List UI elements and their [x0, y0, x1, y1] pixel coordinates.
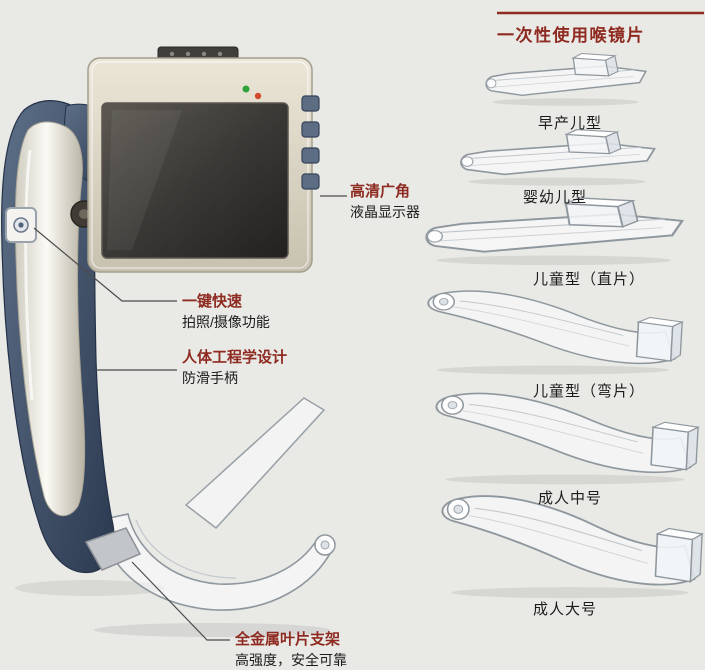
callout-display-sub: 液晶显示器: [350, 204, 420, 220]
blade-child-curved: [427, 290, 684, 376]
side-buttons: [301, 95, 320, 190]
blade-shadow: [94, 623, 330, 637]
lcd-screen: [101, 102, 289, 259]
callout-camera-sub: 拍照/摄像功能: [182, 314, 270, 330]
blade-infant: [460, 128, 656, 187]
blade-adult-medium: [435, 392, 700, 486]
section-title: 一次性使用喉镜片: [497, 26, 645, 45]
blade-child-straight: [425, 196, 684, 267]
callout-ergonomic: 人体工程学设计 防滑手柄: [182, 347, 287, 389]
callout-ergonomic-heading: 人体工程学设计: [182, 349, 288, 366]
blade-adult-large: [441, 495, 704, 600]
blade-mount: [84, 527, 142, 571]
handle-shadow: [15, 580, 165, 596]
blade-label-child-straight: 儿童型（直片）: [532, 271, 645, 288]
blade-label-premature: 早产儿型: [537, 115, 602, 132]
callout-display: 高清广角 液晶显示器: [350, 181, 420, 223]
blade-premature: [485, 52, 647, 107]
handle: [1, 100, 142, 574]
blade-label-adult-medium: 成人中号: [537, 490, 602, 507]
blade-label-child-curved: 儿童型（弯片）: [532, 383, 645, 400]
blade-label-infant: 婴幼儿型: [522, 189, 587, 206]
callout-camera: 一键快速 拍照/摄像功能: [182, 291, 270, 333]
callout-bracket: 全金属叶片支架 高强度，安全可靠: [235, 629, 347, 670]
callout-line-bracket: [131, 561, 230, 641]
laryngoscope-device: [1, 46, 336, 637]
callout-line-camera: [33, 227, 177, 302]
callout-display-heading: 高清广角: [350, 183, 411, 200]
callout-bracket-heading: 全金属叶片支架: [235, 631, 341, 648]
camera-button: [5, 207, 37, 243]
monitor: [87, 46, 320, 273]
red-led: [254, 92, 262, 100]
blade-label-adult-large: 成人大号: [532, 601, 597, 618]
callout-camera-heading: 一键快速: [182, 293, 243, 310]
callout-bracket-sub: 高强度，安全可靠: [235, 652, 347, 668]
attached-blade: [99, 397, 336, 611]
green-led: [242, 85, 250, 93]
callout-ergonomic-sub: 防滑手柄: [182, 370, 238, 386]
